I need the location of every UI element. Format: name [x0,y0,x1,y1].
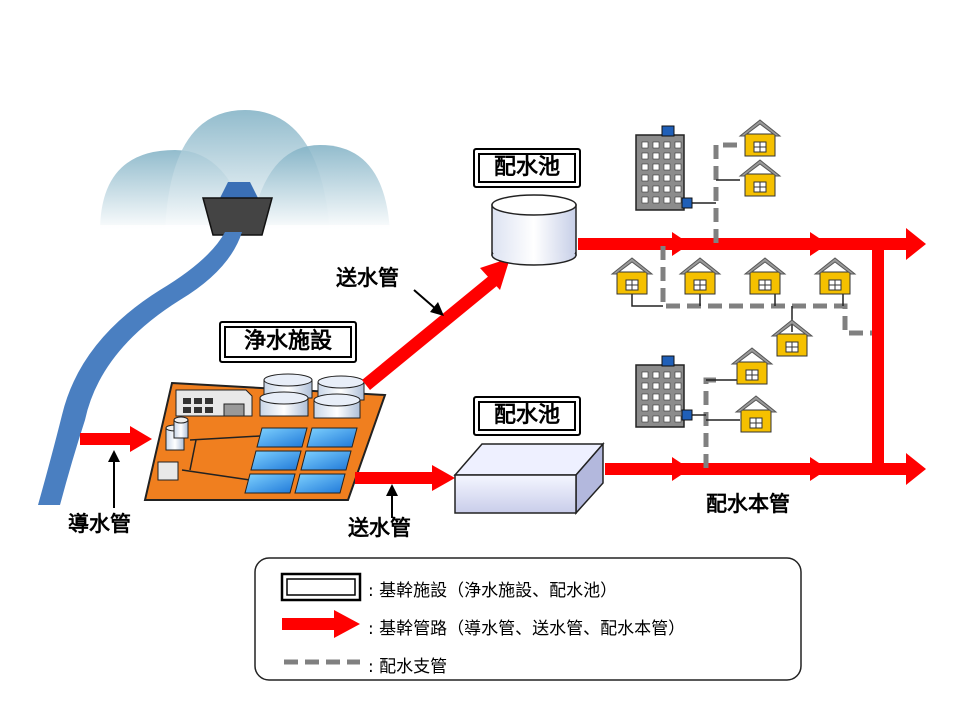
building-window [663,371,671,379]
intake-pipe-label: 導水管 [68,512,131,536]
building-window [663,174,671,182]
building-window [641,174,649,182]
transmission-pointer-lower [386,484,398,518]
transmission-pipe-lower-label: 送水管 [348,516,411,540]
legend-trunk-pipe-swatch [282,618,336,630]
building-window [652,404,660,412]
building-window [652,174,660,182]
building-window [641,404,649,412]
building-window [674,196,682,204]
building-window [641,382,649,390]
building-window [674,163,682,171]
distribution-main-label: 配水本管 [706,492,790,516]
reservoir-upper-label: 配水池 [473,148,581,188]
building-window [663,382,671,390]
building-window [674,185,682,193]
house-icon [814,257,856,295]
building-window [641,185,649,193]
reservoir-lower-label: 配水池 [473,396,581,436]
house-icon [731,347,773,385]
building-window [663,163,671,171]
building-window [674,415,682,423]
treatment-plant-label: 浄水施設 [219,321,357,363]
building-window [652,185,660,193]
building-window [674,174,682,182]
building-window [652,382,660,390]
legend-box [254,557,802,681]
reservoir-lower-icon [453,441,605,515]
distribution-main-vertical [872,244,884,470]
building-window [641,393,649,401]
building-window [652,196,660,204]
building-window [652,141,660,149]
transmission-pipe-upper-arrow [362,258,510,390]
building-window [652,371,660,379]
building-window [641,163,649,171]
building-window [641,141,649,149]
building-window [674,371,682,379]
building-window [674,152,682,160]
house-icon [739,159,781,197]
transmission-pipe-upper-label: 送水管 [336,266,399,290]
house-icon [739,119,781,157]
transmission-pipe-lower-arrow [355,465,455,491]
building-window [674,382,682,390]
house-icon [735,395,777,433]
building-window [663,415,671,423]
transmission-pointer-upper [413,289,444,316]
mountain-dam-icon [100,110,390,237]
building-window [652,393,660,401]
legend-trunk-facility-text: : 基幹施設（浄水施設、配水池） [368,581,618,601]
building-window [663,393,671,401]
building-window [652,415,660,423]
treatment-plant-icon [143,373,387,501]
house-icon [679,257,721,295]
building-window [674,393,682,401]
building-window [663,196,671,204]
building-window [652,163,660,171]
intake-pipe-arrow [80,426,152,452]
distribution-main-lower [605,453,926,485]
building-window [663,404,671,412]
legend-trunk-pipeline-text: : 基幹管路（導水管、送水管、配水本管） [368,619,686,639]
building-window [641,196,649,204]
building-windows [641,141,682,423]
building-window [663,152,671,160]
building-window [641,415,649,423]
building-window [674,141,682,149]
house-icon [744,257,786,295]
building-window [663,185,671,193]
legend-branch-pipe-text: : 配水支管 [368,657,448,677]
building-window [641,152,649,160]
intake-pointer-arrow [108,450,120,508]
building-window [641,371,649,379]
building-window [652,152,660,160]
building-window [663,141,671,149]
building-window [674,404,682,412]
house-icon [611,257,653,295]
reservoir-upper-icon [491,194,577,266]
river [38,232,242,505]
service-lines [631,179,844,421]
